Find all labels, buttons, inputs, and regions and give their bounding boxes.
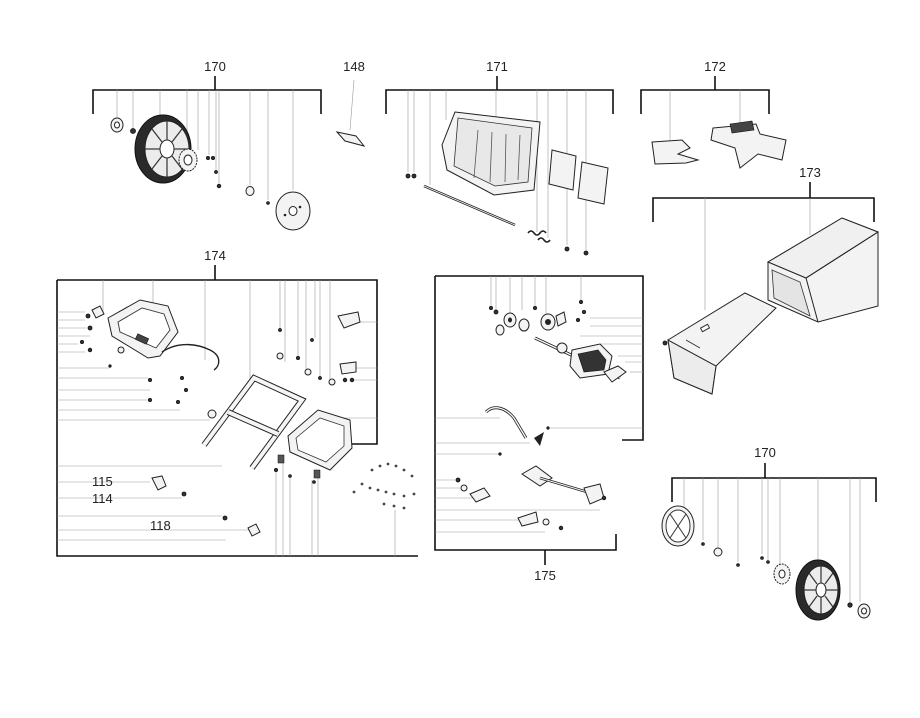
cable-icon <box>161 343 220 371</box>
bracket-170-top <box>92 89 322 114</box>
callout-175: 175 <box>534 568 556 583</box>
grass-bag-icon <box>766 217 880 323</box>
callout-148: 148 <box>343 59 365 74</box>
callout-114: 114 <box>92 491 113 506</box>
lever-icon <box>521 465 605 505</box>
handle-icon <box>107 299 179 359</box>
bracket-170-bottom <box>671 477 877 502</box>
label-plate-icon <box>335 131 366 147</box>
callout-118: 118 <box>150 518 171 533</box>
callout-171: 171 <box>486 59 508 74</box>
gearbox-icon <box>488 299 627 383</box>
group-171: 171 <box>385 59 614 256</box>
indicator-icon <box>710 123 787 169</box>
group-148: 148 <box>335 59 366 147</box>
bracket-173 <box>652 197 875 222</box>
callout-170-top: 170 <box>204 59 226 74</box>
bracket-174 <box>56 279 418 557</box>
handle-bar-icon <box>201 374 307 470</box>
bracket-175 <box>434 275 644 551</box>
bag-frame-icon <box>662 292 777 395</box>
callout-172: 172 <box>704 59 726 74</box>
callout-173: 173 <box>799 165 821 180</box>
group-172: 172 <box>640 59 787 169</box>
knob-icon <box>151 475 167 491</box>
bracket-172 <box>640 89 770 114</box>
bracket-171 <box>385 89 614 114</box>
rear-flap-icon <box>441 111 541 196</box>
callout-170-bottom: 170 <box>754 445 776 460</box>
callout-174: 174 <box>204 248 226 263</box>
wheel-icon <box>134 114 192 184</box>
group-170-top: 170 <box>92 59 322 231</box>
group-174: 174 <box>56 248 418 557</box>
callout-115: 115 <box>92 474 113 489</box>
group-173: 173 <box>652 165 880 395</box>
group-170-bottom: 170 <box>661 445 877 621</box>
rear-wheel-icon <box>795 559 841 621</box>
group-175: 175 <box>434 275 644 583</box>
spring-icon <box>527 230 547 236</box>
